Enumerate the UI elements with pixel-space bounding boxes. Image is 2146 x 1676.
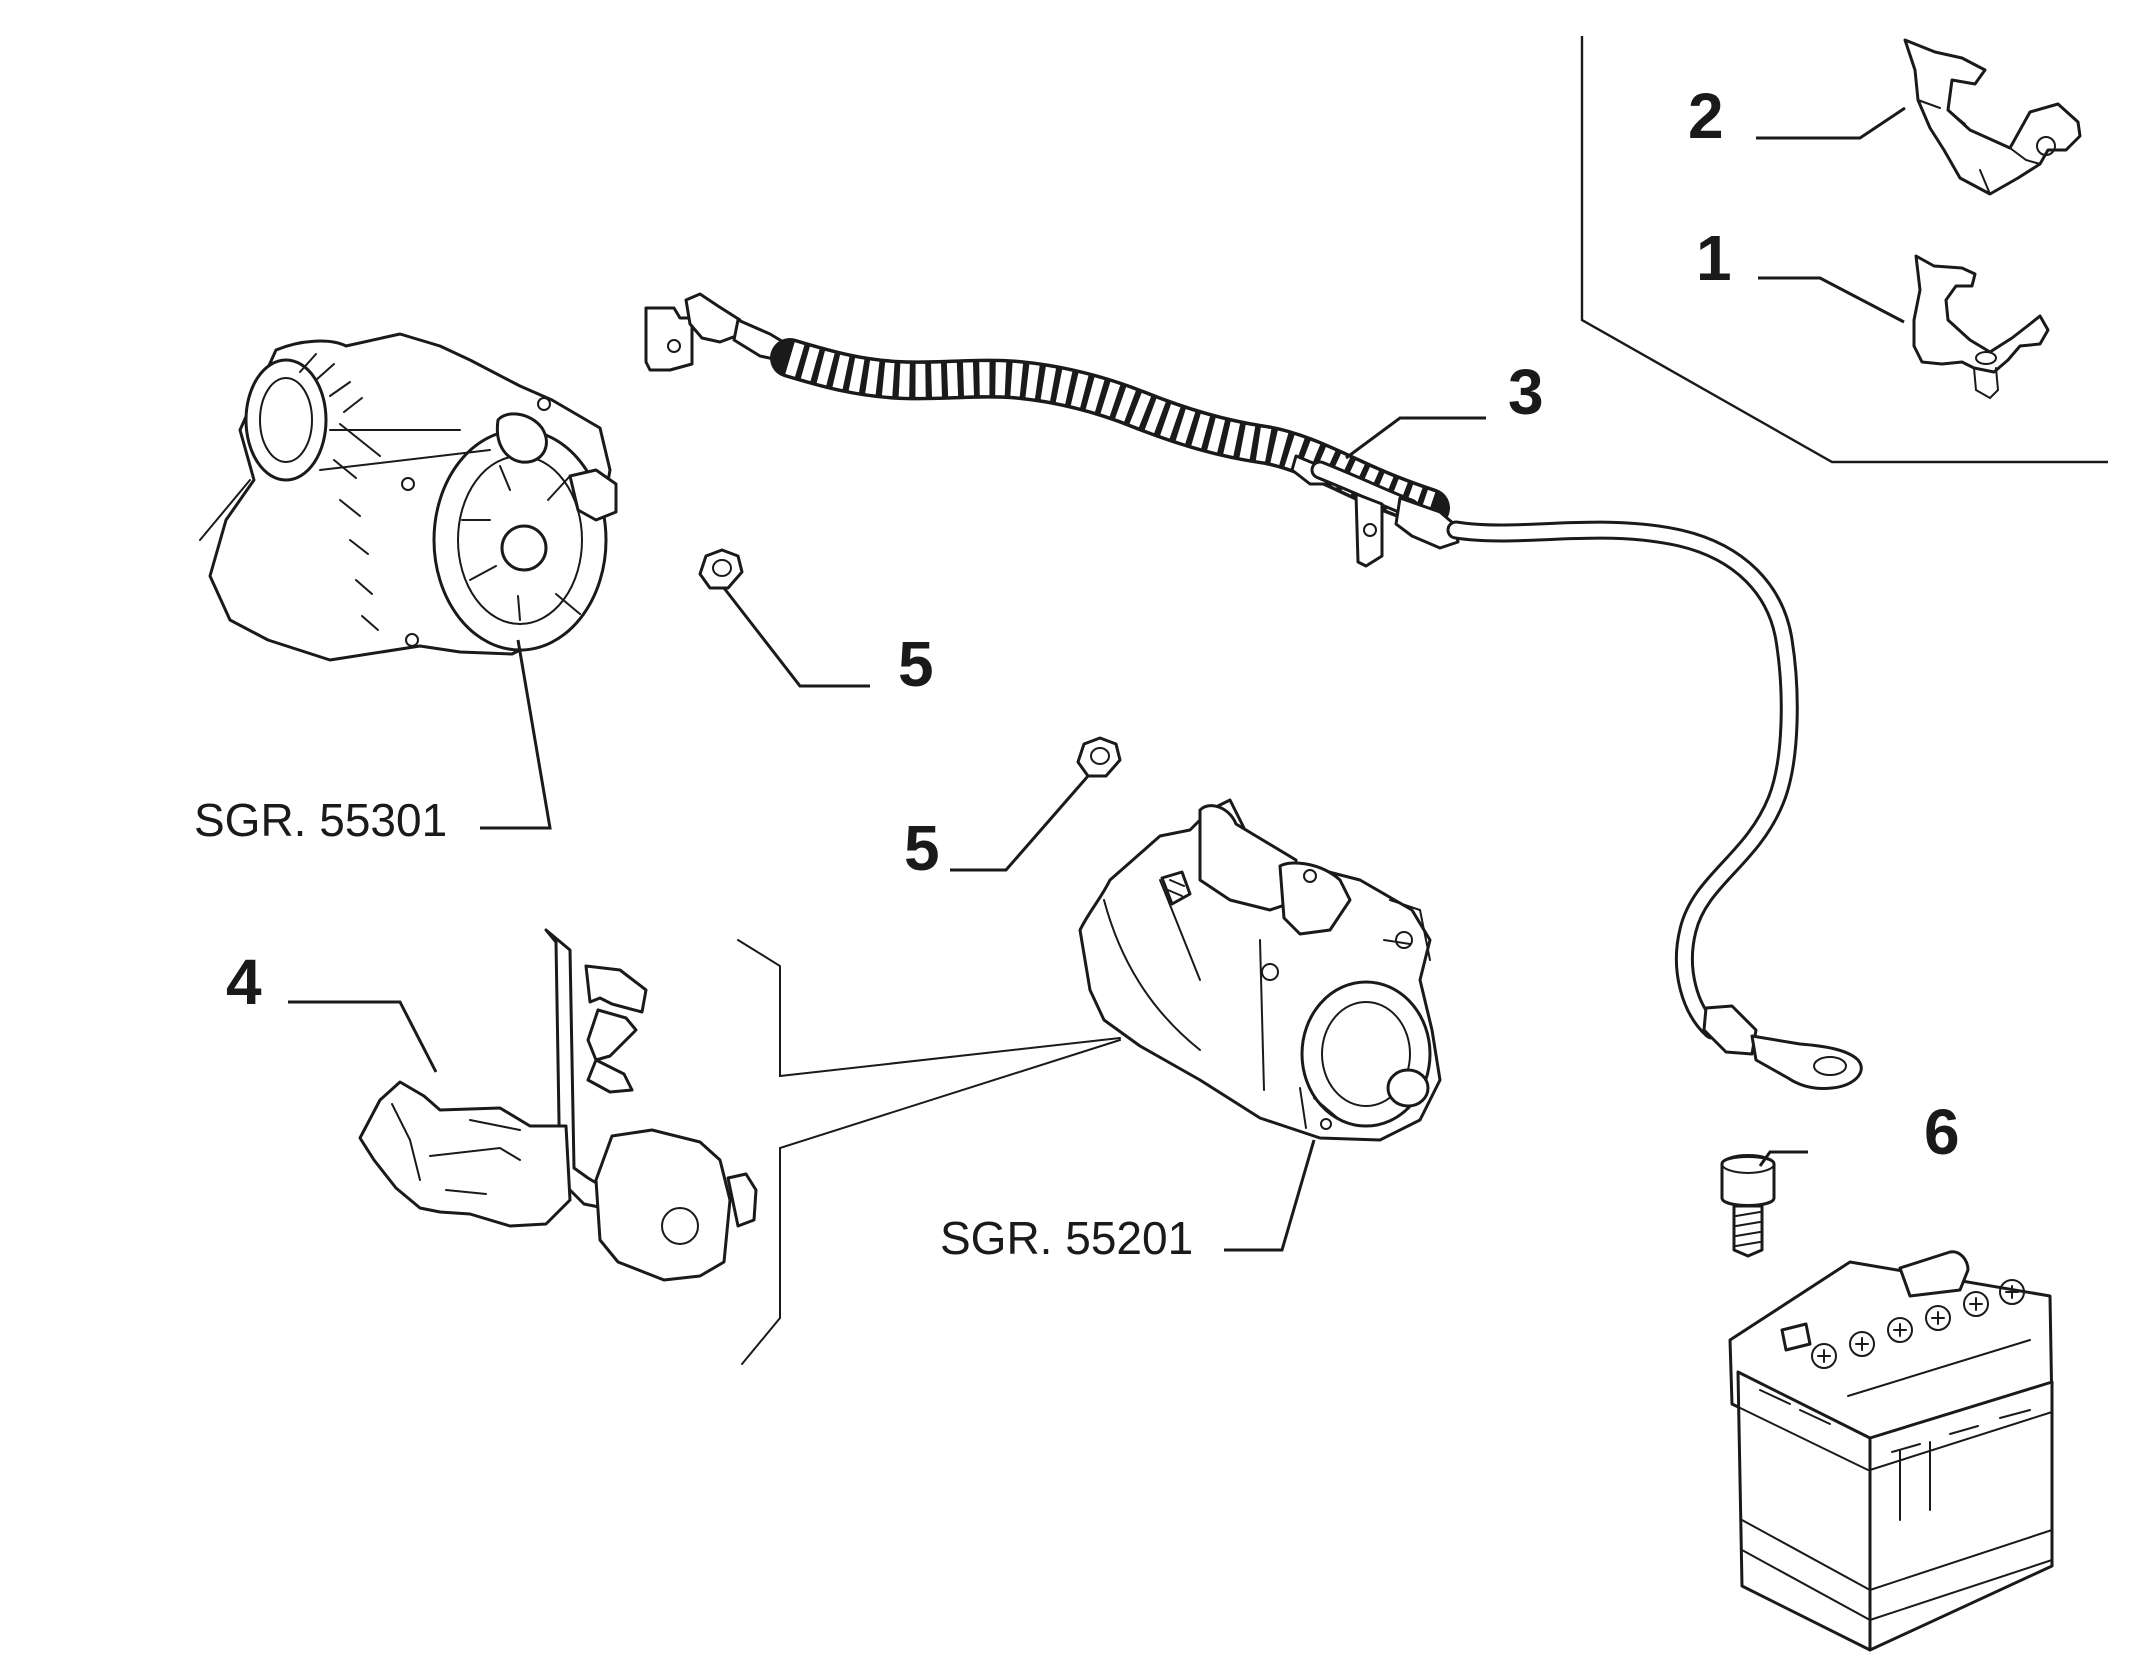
bolt-part-6 bbox=[1720, 1154, 1776, 1258]
nut-part-5b bbox=[1076, 736, 1122, 778]
battery-cable-part-3 bbox=[644, 292, 1863, 1090]
suppressor-bracket-part-4 bbox=[358, 928, 758, 1282]
callout-5-lower: 5 bbox=[904, 812, 940, 884]
leader-lines bbox=[288, 106, 1906, 1252]
inset-frame bbox=[1580, 36, 2108, 464]
installation-lines bbox=[737, 939, 1121, 1365]
clip-part-2 bbox=[1903, 38, 2082, 196]
callout-6: 6 bbox=[1924, 1096, 1960, 1168]
battery bbox=[1728, 1250, 2054, 1652]
starter-motor bbox=[1078, 798, 1442, 1142]
starter-motor-reference: SGR. 55201 bbox=[940, 1212, 1193, 1264]
alternator-reference: SGR. 55301 bbox=[194, 794, 447, 846]
callout-1: 1 bbox=[1696, 222, 1732, 294]
clip-part-1 bbox=[1912, 254, 2050, 400]
alternator bbox=[199, 332, 618, 662]
callout-5-upper: 5 bbox=[898, 628, 934, 700]
nut-part-5a bbox=[698, 548, 744, 590]
callout-2: 2 bbox=[1688, 80, 1724, 152]
callout-3: 3 bbox=[1508, 356, 1544, 428]
callout-4: 4 bbox=[226, 946, 262, 1018]
